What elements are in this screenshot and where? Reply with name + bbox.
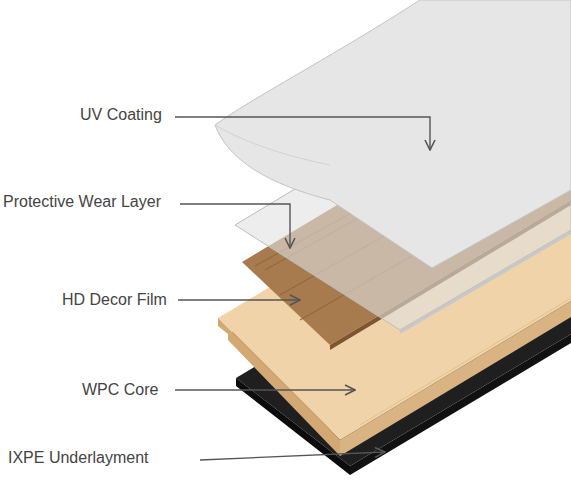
layer-label: Protective Wear Layer bbox=[3, 192, 161, 212]
layer-label: UV Coating bbox=[80, 105, 162, 125]
leader-lines bbox=[175, 117, 430, 460]
layer-label: IXPE Underlayment bbox=[8, 448, 149, 468]
layer-label: WPC Core bbox=[82, 380, 158, 400]
layer-label: HD Decor Film bbox=[62, 290, 167, 310]
uv-coating bbox=[215, 0, 571, 268]
